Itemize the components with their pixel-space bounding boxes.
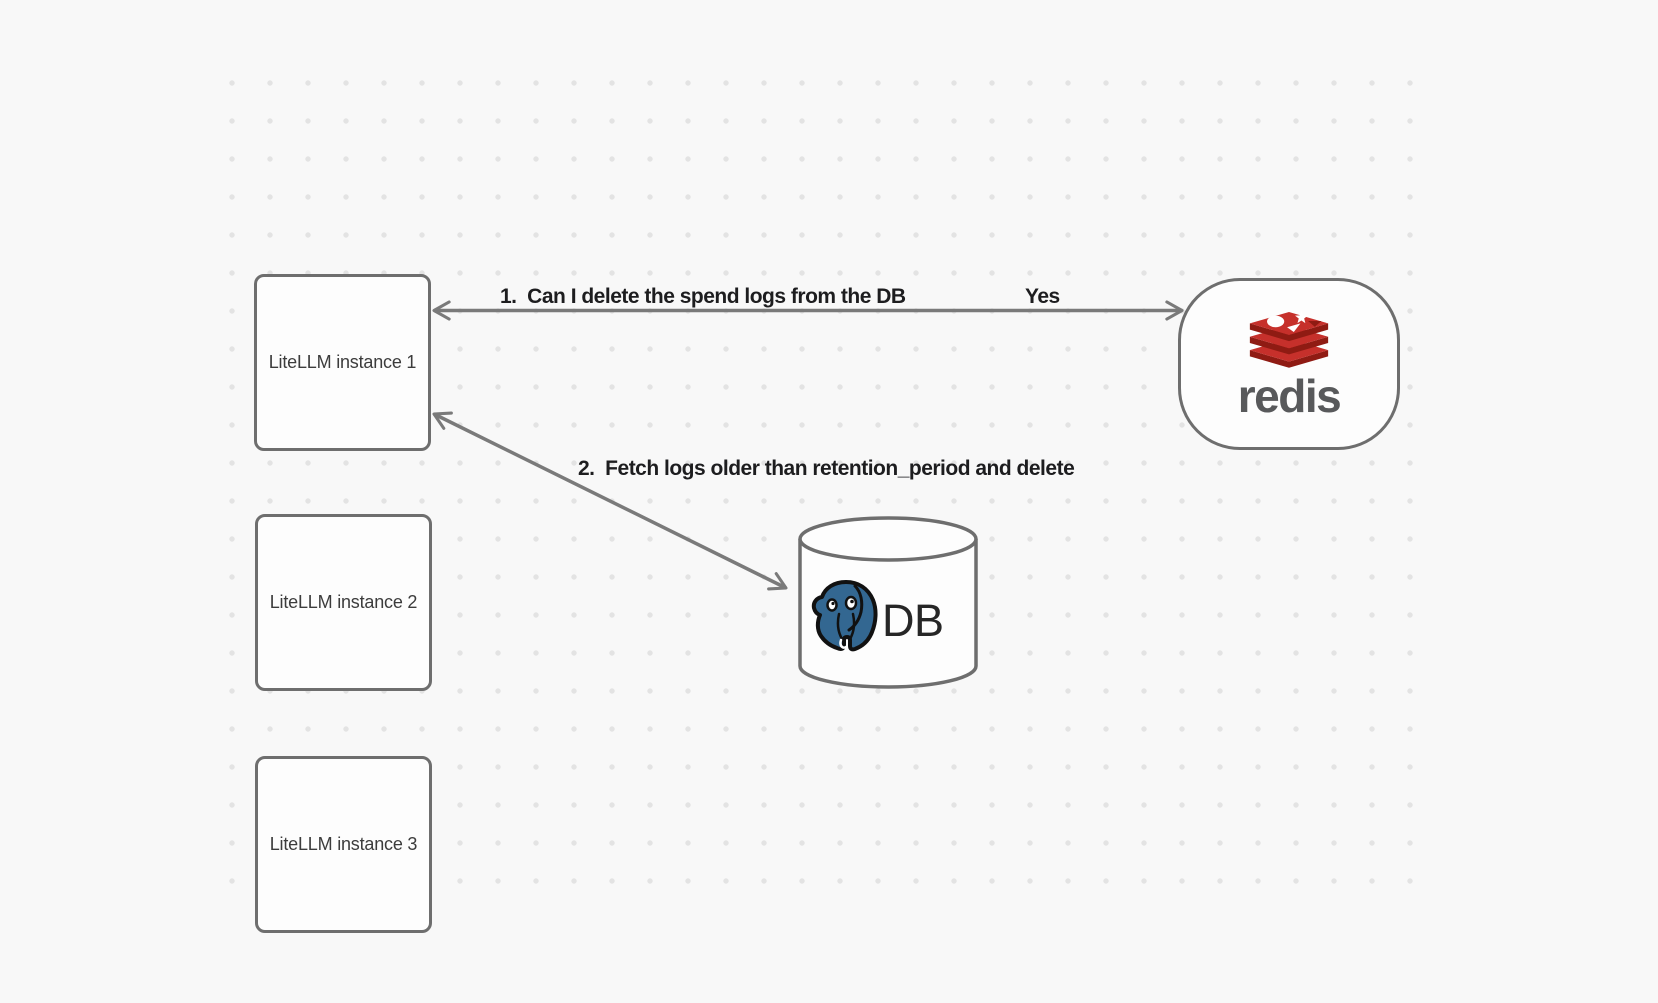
edge-1-label: 1. Can I delete the spend logs from the …: [500, 285, 906, 308]
redis-node[interactable]: redis: [1178, 278, 1400, 450]
litellm-instance-3-label: LiteLLM instance 3: [269, 834, 418, 854]
edge-db-fetch-arrow[interactable]: [432, 411, 788, 591]
edge-1-reply-label: Yes: [1025, 285, 1060, 308]
db-label: DB: [882, 595, 944, 646]
litellm-instance-1-label: LiteLLM instance 1: [268, 352, 417, 372]
edge-2-label: 2. Fetch logs older than retention_perio…: [578, 457, 1075, 480]
db-node[interactable]: DB: [798, 516, 978, 691]
litellm-instance-1-node[interactable]: LiteLLM instance 1: [254, 274, 431, 451]
litellm-instance-2-label: LiteLLM instance 2: [269, 592, 418, 612]
redis-logo-icon: [1249, 310, 1329, 368]
redis-wordmark: redis: [1237, 369, 1342, 422]
database-cylinder-icon: [798, 516, 978, 689]
litellm-instance-3-node[interactable]: LiteLLM instance 3: [255, 756, 432, 933]
postgresql-elephant-icon: [811, 580, 878, 652]
litellm-instance-2-node[interactable]: LiteLLM instance 2: [255, 514, 432, 691]
